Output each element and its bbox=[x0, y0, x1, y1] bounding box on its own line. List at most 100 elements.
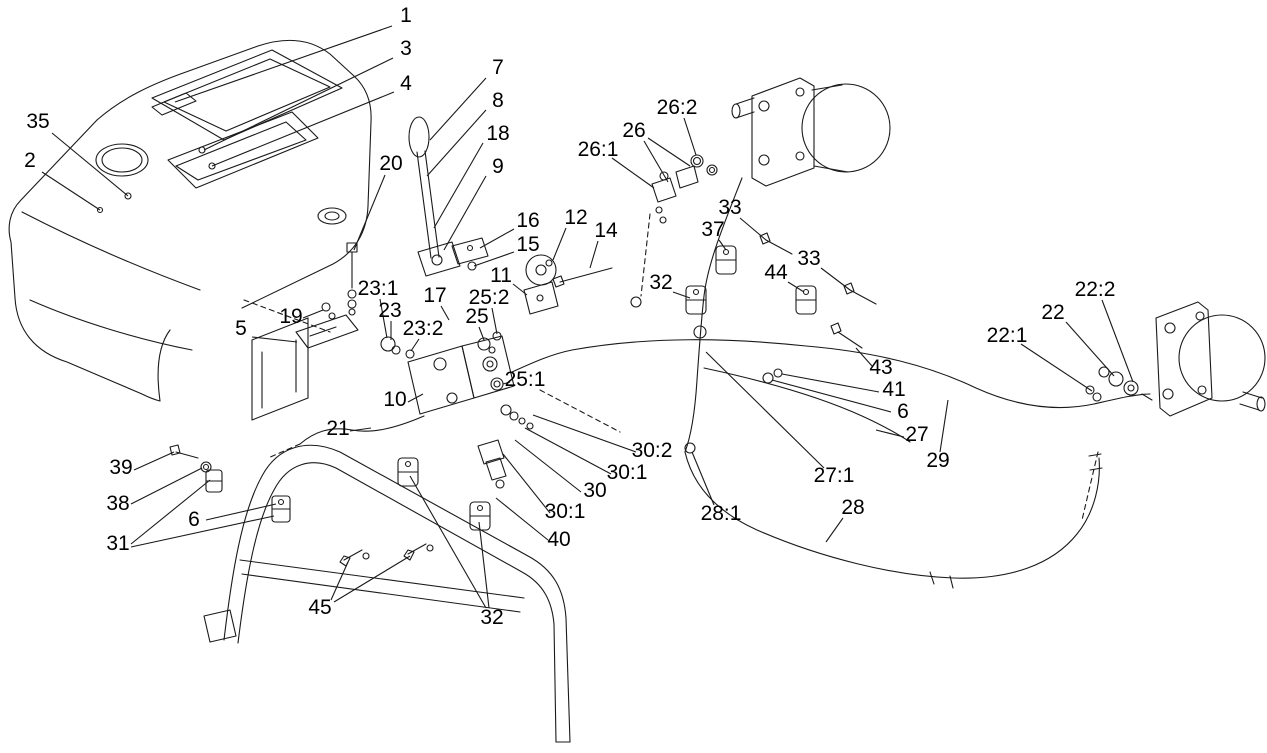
part-number-label-18: 18 bbox=[486, 122, 509, 145]
leader-line-20 bbox=[353, 174, 386, 251]
hidden-lines bbox=[243, 213, 1099, 521]
leader-line-9 bbox=[443, 175, 487, 251]
leader-line-5 bbox=[251, 336, 298, 343]
leader-line-11 bbox=[512, 283, 528, 296]
leader-line-32 bbox=[672, 291, 691, 299]
part-number-label-38: 38 bbox=[106, 492, 129, 515]
mounting-bolts bbox=[685, 232, 877, 349]
part-number-label-20: 20 bbox=[379, 152, 402, 175]
leader-line-12 bbox=[552, 227, 567, 261]
leader-line-32 bbox=[409, 475, 487, 609]
leader-line-6 bbox=[771, 379, 892, 413]
leader-line-8 bbox=[426, 109, 487, 177]
leader-line-28-1 bbox=[691, 451, 715, 506]
frame-hardware bbox=[169, 444, 491, 567]
part-number-label-37: 37 bbox=[701, 218, 724, 241]
leader-line-2 bbox=[41, 171, 101, 211]
leader-line-41 bbox=[781, 373, 880, 393]
part-number-label-39: 39 bbox=[109, 456, 132, 479]
part-number-label-19: 19 bbox=[279, 305, 302, 328]
part-number-label-30: 30 bbox=[583, 479, 606, 502]
mount-bracket bbox=[251, 302, 359, 421]
leader-line-3 bbox=[203, 57, 394, 151]
control-lever bbox=[408, 116, 489, 277]
part-number-label-25: 25 bbox=[465, 305, 488, 328]
part-number-label-31: 31 bbox=[106, 532, 129, 555]
part-number-label-7: 7 bbox=[492, 56, 504, 79]
hood-assembly bbox=[8, 39, 372, 402]
part-number-label-23: 23 bbox=[378, 299, 401, 322]
part-number-label-23-1: 23:1 bbox=[358, 277, 399, 300]
leader-line-22 bbox=[1065, 321, 1115, 377]
part-number-label-4: 4 bbox=[400, 72, 412, 95]
leader-line-17 bbox=[440, 305, 450, 321]
part-number-label-30-1: 30:1 bbox=[545, 500, 586, 523]
part-number-label-1: 1 bbox=[400, 4, 412, 27]
part-number-label-8: 8 bbox=[492, 89, 504, 112]
line-art bbox=[8, 39, 1266, 743]
leader-line-6 bbox=[205, 503, 277, 521]
part-number-label-44: 44 bbox=[764, 261, 788, 284]
leader-line-14 bbox=[589, 240, 599, 269]
part-number-label-26: 26 bbox=[622, 119, 645, 142]
part-number-label-41: 41 bbox=[882, 378, 905, 401]
part-number-label-32: 32 bbox=[649, 271, 672, 294]
leader-line-26 bbox=[643, 140, 669, 183]
leader-line-21 bbox=[349, 427, 372, 432]
leader-line-23-1 bbox=[379, 298, 388, 339]
part-number-label-29: 29 bbox=[926, 449, 949, 472]
part-number-label-5: 5 bbox=[235, 317, 247, 340]
leader-line-31 bbox=[130, 515, 275, 548]
leader-line-25-1 bbox=[502, 381, 511, 385]
part-number-label-28-1: 28:1 bbox=[701, 502, 742, 525]
leader-line-22-2 bbox=[1101, 299, 1134, 383]
leader-line-30-2 bbox=[532, 414, 637, 453]
part-number-label-33: 33 bbox=[797, 247, 820, 270]
leader-line-28 bbox=[825, 517, 844, 543]
part-number-label-40: 40 bbox=[547, 528, 570, 551]
wheel-motor bbox=[1085, 301, 1266, 417]
part-number-label-27: 27 bbox=[905, 423, 928, 446]
part-number-label-22: 22 bbox=[1041, 301, 1064, 324]
part-number-label-23-2: 23:2 bbox=[403, 317, 444, 340]
leader-line-33 bbox=[820, 267, 851, 291]
leader-line-45 bbox=[333, 555, 411, 603]
part-number-label-22-1: 22:1 bbox=[987, 324, 1028, 347]
part-number-label-21: 21 bbox=[326, 417, 349, 440]
part-number-label-15: 15 bbox=[516, 233, 539, 256]
leader-line-15 bbox=[473, 251, 515, 267]
leader-line-23-2 bbox=[410, 338, 420, 352]
leader-line-30-1 bbox=[524, 427, 612, 475]
leader-line-25-2 bbox=[491, 307, 498, 335]
leader-line-4 bbox=[211, 91, 395, 167]
leader-line-29 bbox=[939, 399, 949, 453]
leader-line-27 bbox=[875, 429, 905, 438]
leader-line-39 bbox=[133, 451, 175, 471]
leader-line-32 bbox=[478, 521, 490, 609]
frame-tube bbox=[203, 444, 571, 743]
leader-line-25 bbox=[478, 326, 485, 341]
leader-line-18 bbox=[433, 142, 484, 229]
part-number-label-43: 43 bbox=[869, 356, 892, 379]
part-number-label-11: 11 bbox=[490, 264, 512, 287]
part-number-label-3: 3 bbox=[400, 37, 412, 60]
leader-line-43 bbox=[855, 347, 873, 367]
leader-line-33 bbox=[739, 217, 767, 241]
part-number-label-32: 32 bbox=[480, 606, 503, 629]
part-number-label-12: 12 bbox=[564, 206, 587, 229]
part-number-label-28: 28 bbox=[841, 496, 864, 519]
part-number-label-16: 16 bbox=[516, 209, 539, 232]
part-number-label-33: 33 bbox=[718, 196, 741, 219]
part-number-label-30-2: 30:2 bbox=[632, 439, 673, 462]
part-number-label-10: 10 bbox=[383, 388, 406, 411]
leader-line-37 bbox=[718, 239, 727, 251]
leader-line-30-1 bbox=[502, 453, 551, 514]
part-number-label-6: 6 bbox=[897, 400, 909, 423]
part-number-label-22-2: 22:2 bbox=[1075, 278, 1116, 301]
part-number-label-9: 9 bbox=[492, 155, 504, 178]
leader-line-45 bbox=[330, 561, 349, 601]
leader-line-1 bbox=[174, 25, 393, 103]
part-number-label-14: 14 bbox=[594, 219, 618, 242]
part-number-label-27-1: 27:1 bbox=[814, 464, 855, 487]
hydraulic-pump bbox=[651, 77, 891, 224]
